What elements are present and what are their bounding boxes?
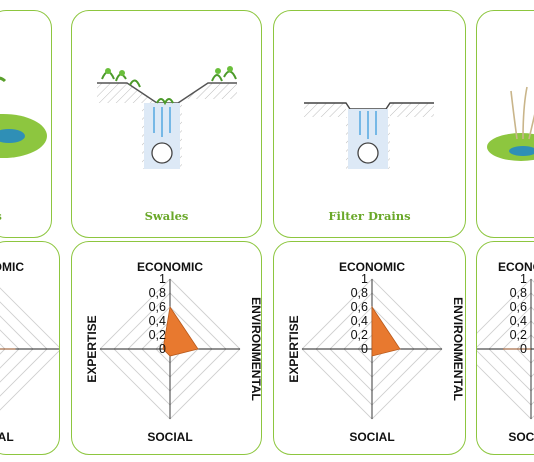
technique-card-1[interactable]: ls bbox=[0, 10, 52, 238]
tick-label: 0 bbox=[520, 342, 527, 356]
tick-label: 0,8 bbox=[510, 286, 527, 300]
radar-card-1: 10,80,60,40,20ECONOMICSOCIALENVIRONMENTA… bbox=[0, 241, 60, 455]
technique-card-4[interactable] bbox=[476, 10, 534, 238]
grid-ring bbox=[0, 301, 48, 397]
technique-title: Filter Drains bbox=[328, 209, 411, 223]
technique-card-swales[interactable]: Swales bbox=[71, 10, 262, 238]
tick-label: 1 bbox=[520, 272, 527, 286]
tick-label: 0,6 bbox=[351, 300, 368, 314]
tick-label: 0,8 bbox=[149, 286, 166, 300]
radar-chart-4: 10,80,60,40,20ECONOMICSOCIALENVIRONMENTA… bbox=[477, 260, 534, 444]
filter-drain-illustration bbox=[304, 102, 434, 169]
radar-chart-filter-drains: 10,80,60,40,20 ECONOMIC SOCIAL ENVIRONMENTA… bbox=[287, 260, 465, 444]
tick-label: 1 bbox=[159, 272, 166, 286]
tick-label: 0,2 bbox=[351, 328, 368, 342]
tick-label: 0 bbox=[159, 342, 166, 356]
pond-illustration-left bbox=[0, 76, 47, 158]
axis-label-economic: ECONOMIC bbox=[339, 260, 405, 274]
tick-label: 0,8 bbox=[351, 286, 368, 300]
tick-label: 0,2 bbox=[149, 328, 166, 342]
tick-label: 0,6 bbox=[149, 300, 166, 314]
tick-label: 0 bbox=[361, 342, 368, 356]
axis-label-environmental: ENVIRONMENTAL bbox=[249, 297, 262, 401]
tick-label: 1 bbox=[361, 272, 368, 286]
swale-illustration bbox=[97, 66, 237, 169]
grid-ring bbox=[0, 329, 20, 369]
technique-title: ls bbox=[0, 209, 51, 223]
tick-label: 0,2 bbox=[510, 328, 527, 342]
technique-card-filter-drains[interactable]: Filter Drains bbox=[273, 10, 466, 238]
axis-label-environmental: ENVIRONMENTAL bbox=[451, 297, 465, 401]
grid-ring bbox=[0, 315, 34, 383]
axis-label-social: SOCIAL bbox=[147, 430, 192, 444]
technique-title: Swales bbox=[144, 209, 189, 223]
axis-label-economic: ECONOMIC bbox=[498, 260, 534, 274]
grid-ring bbox=[0, 343, 6, 355]
radar-series-area bbox=[162, 305, 199, 357]
tick-label: 0,6 bbox=[510, 300, 527, 314]
radar-chart-swales: 10,80,60,40,20 ECONOMIC SOCIAL ENVIRONMENTA… bbox=[85, 260, 262, 444]
axis-label-social: SOCIAL bbox=[349, 430, 394, 444]
axis-label-economic: ECONOMIC bbox=[0, 260, 24, 274]
axis-label-social: SOCIAL bbox=[0, 430, 14, 444]
radar-grid bbox=[0, 287, 59, 411]
grid-ring bbox=[0, 287, 59, 411]
radar-series-area bbox=[371, 305, 401, 357]
axis-label-economic: ECONOMIC bbox=[137, 260, 203, 274]
axis-label-expertise: EXPERTISE bbox=[287, 315, 301, 382]
radar-chart-1: 10,80,60,40,20ECONOMICSOCIALENVIRONMENTA… bbox=[0, 260, 59, 444]
radar-card-4: 10,80,60,40,20ECONOMICSOCIALENVIRONMENTA… bbox=[476, 241, 534, 455]
pond-illustration-right bbox=[487, 86, 534, 161]
tick-label: 0,4 bbox=[149, 314, 166, 328]
tick-label: 0,4 bbox=[351, 314, 368, 328]
tick-label: 0,4 bbox=[510, 314, 527, 328]
axis-label-expertise: EXPERTISE bbox=[85, 315, 99, 382]
axis-label-social: SOCIAL bbox=[508, 430, 534, 444]
